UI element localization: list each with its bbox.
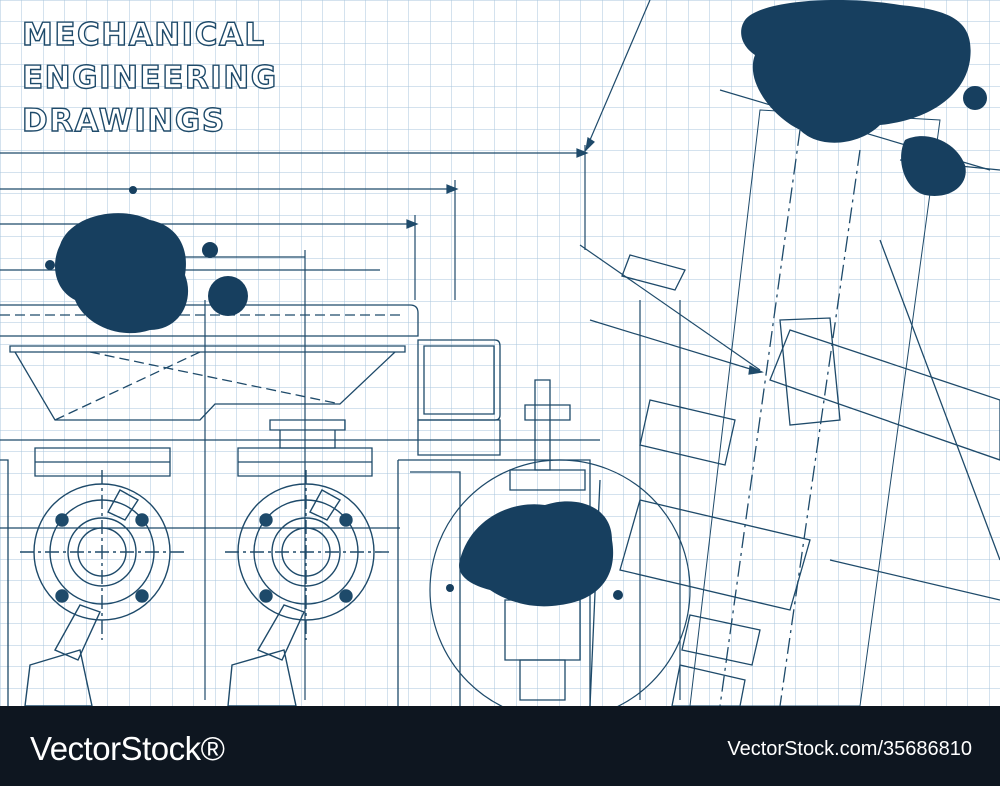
title-block: MECHANICAL ENGINEERING DRAWINGS bbox=[21, 14, 278, 143]
title-line-2: ENGINEERING bbox=[21, 59, 278, 96]
watermark-bar: VectorStock® VectorStock.com/35686810 bbox=[0, 706, 1000, 786]
title-line-3: DRAWINGS bbox=[21, 102, 226, 139]
watermark-image-id: VectorStock.com/35686810 bbox=[727, 738, 972, 760]
valve-left bbox=[20, 470, 185, 706]
flange-rails bbox=[0, 447, 591, 706]
blueprint-drawing bbox=[0, 0, 1000, 706]
title-line-1: MECHANICAL bbox=[21, 16, 266, 53]
ink-blots bbox=[45, 0, 987, 607]
hopper-assembly bbox=[0, 304, 501, 456]
valve-right bbox=[225, 470, 390, 706]
watermark-brand: VectorStock® bbox=[30, 730, 225, 767]
